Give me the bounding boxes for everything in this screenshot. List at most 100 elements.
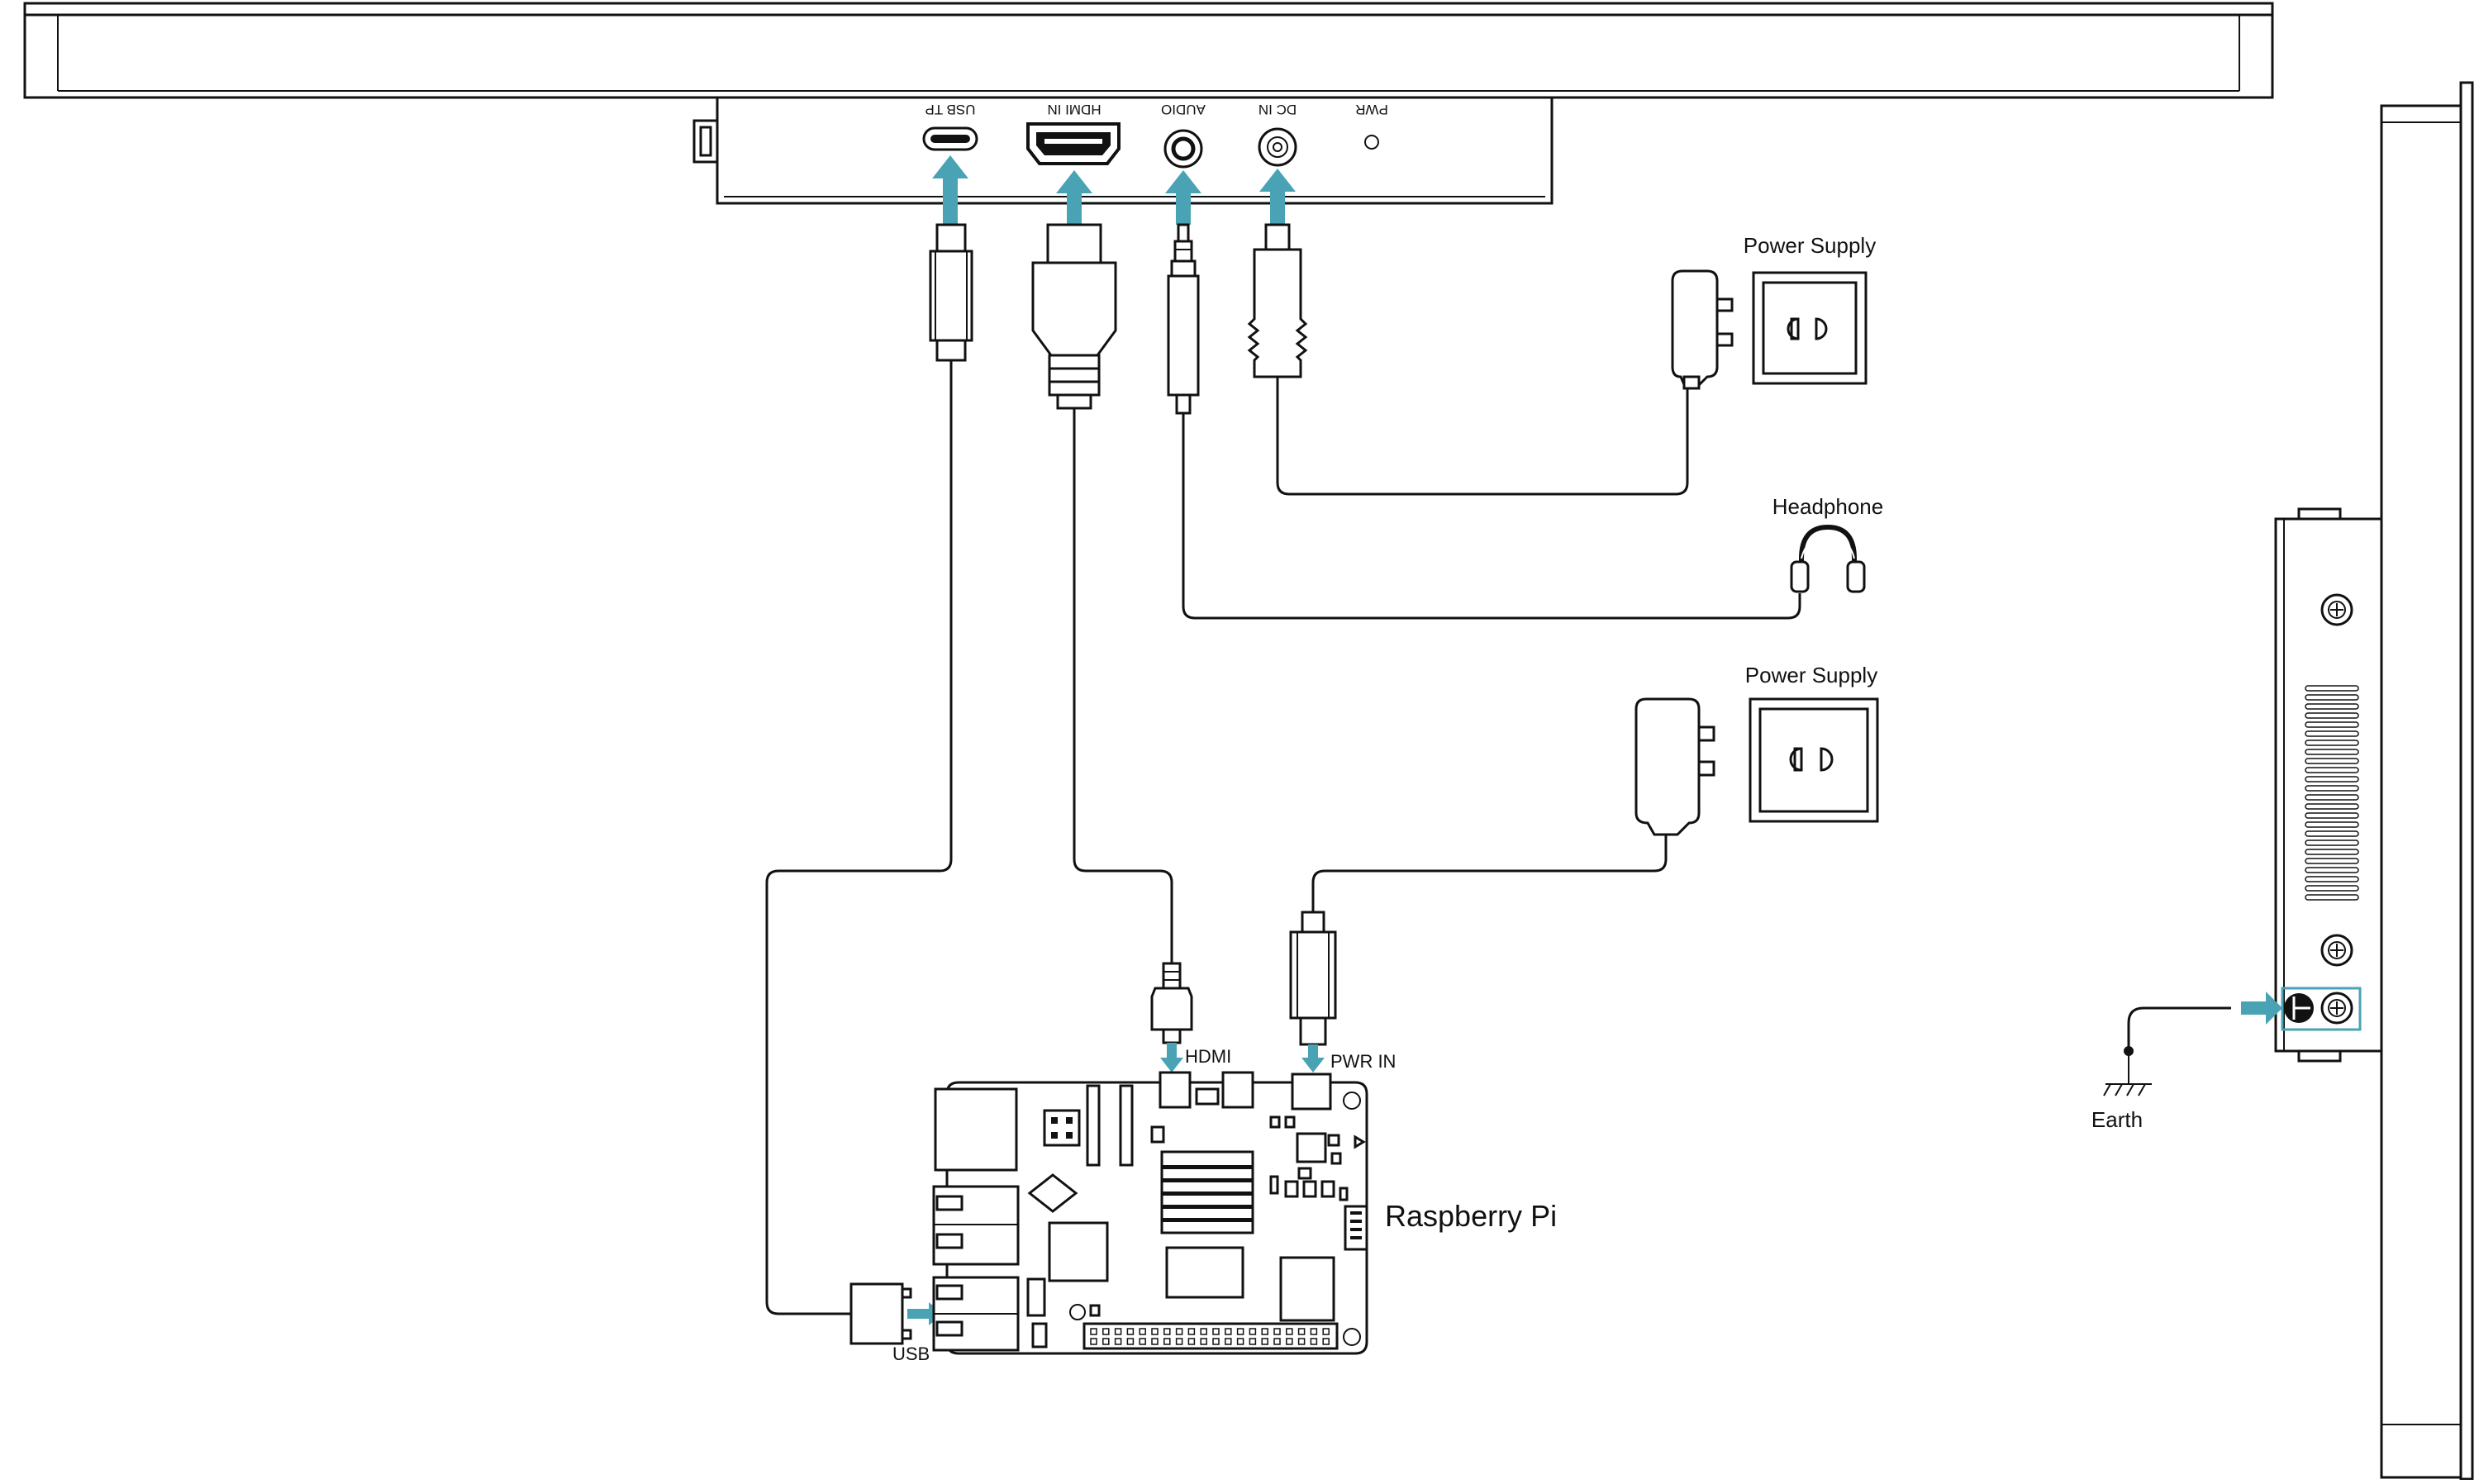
screw-icon-2 (2320, 934, 2353, 967)
vent-slot (2305, 794, 2359, 801)
pi-pwr-arrow-icon (1301, 1044, 1325, 1073)
headphone-icon (1790, 524, 1866, 593)
gpio-pin (1114, 1328, 1122, 1335)
gpio-pin (1163, 1338, 1171, 1345)
gpio-pin (1273, 1328, 1281, 1335)
vent-slot (2305, 849, 2359, 855)
usb-tp-arrow-icon (932, 155, 968, 225)
headphone-label: Headphone (1772, 494, 1883, 519)
earth-label: Earth (2091, 1107, 2143, 1132)
vent-slot (2305, 767, 2359, 773)
gpio-pin (1175, 1338, 1183, 1345)
gpio-pin (1200, 1338, 1207, 1345)
hdmi-in-port (1026, 122, 1121, 165)
audio-port (1163, 129, 1203, 169)
gpio-pin (1286, 1338, 1293, 1345)
headphone: Headphone (1772, 494, 1883, 593)
pi-pwr-in-label: PWR IN (1330, 1051, 1396, 1072)
gpio-pin (1200, 1328, 1207, 1335)
vent-slot (2305, 730, 2359, 737)
vent-slot (2305, 758, 2359, 764)
power-supply-top-label: Power Supply (1744, 233, 1876, 258)
earth-symbol (2103, 1046, 2152, 1096)
ground-terminal-icon (2284, 993, 2314, 1023)
gpio-pin (1225, 1328, 1232, 1335)
vent-slot (2305, 858, 2359, 864)
vent-slot (2305, 803, 2359, 810)
gpio-pin (1322, 1338, 1330, 1345)
audio-jack-connector (1167, 223, 1200, 415)
vent-slot (2305, 703, 2359, 710)
dc-in-label: DC IN (1259, 102, 1297, 117)
usb-tp-label: USB TP (925, 102, 975, 117)
gpio-pin (1175, 1328, 1183, 1335)
micro-hdmi-connector (1150, 962, 1193, 1044)
port-labels: USB TP HDMI IN AUDIO DC IN PWR (925, 102, 1387, 117)
gpio-pins (1090, 1328, 1330, 1345)
audio-arrow-icon (1165, 170, 1201, 225)
usb-c-connector (929, 223, 973, 362)
gpio-pin (1187, 1328, 1196, 1335)
screw-icon (2320, 593, 2353, 626)
gpio-pin (1249, 1338, 1257, 1345)
dc-in-arrow-icon (1259, 169, 1296, 225)
gpio-pin (1212, 1338, 1220, 1345)
wires (765, 360, 2231, 1315)
power-supply-top: Power Supply (1671, 233, 1876, 390)
gpio-pin (1090, 1328, 1097, 1335)
outlet-icon-2 (1789, 747, 1834, 772)
screw-icon-3 (2320, 992, 2353, 1025)
hdmi-connector (1031, 223, 1117, 410)
gpio-pin (1236, 1338, 1244, 1345)
gpio-pin (1114, 1338, 1122, 1345)
gpio-pin (1151, 1328, 1159, 1335)
vent-slot (2305, 721, 2359, 728)
power-supply-bottom: Power Supply (1634, 663, 1879, 836)
vent-slot (2305, 785, 2359, 792)
gpio-pin (1249, 1328, 1257, 1335)
vent-slot (2305, 840, 2359, 846)
gpio-pin (1297, 1328, 1306, 1335)
vent-slot (2305, 876, 2359, 882)
pi-usb-label: USB (892, 1344, 930, 1364)
vent-slot (2305, 776, 2359, 782)
gpio-pin (1163, 1328, 1171, 1335)
gpio-pin (1212, 1328, 1220, 1335)
vent-slot (2305, 685, 2359, 692)
insert-arrows (932, 155, 1296, 225)
gpio-pin (1261, 1328, 1268, 1335)
gpio-pin (1273, 1338, 1281, 1345)
gpio-pin (1102, 1328, 1110, 1335)
dc-in-port (1258, 127, 1297, 167)
gpio-pin (1126, 1328, 1135, 1335)
pi-hdmi-arrow-icon (1160, 1043, 1183, 1073)
dc-barrel-connector (1247, 223, 1308, 378)
gpio-pin (1297, 1338, 1306, 1345)
gpio-pin (1139, 1328, 1146, 1335)
gpio-pin (1236, 1328, 1244, 1335)
gpio-pin (1126, 1338, 1135, 1345)
gpio-pin (1225, 1338, 1232, 1345)
ground-arrow-icon (2241, 992, 2282, 1025)
audio-label: AUDIO (1161, 102, 1206, 117)
vent-slot (2305, 740, 2359, 746)
power-supply-bottom-label: Power Supply (1745, 663, 1877, 687)
vent-slot (2305, 821, 2359, 828)
vent-slots (2305, 685, 2359, 901)
pi-hdmi-label: HDMI (1185, 1046, 1231, 1067)
vent-slot (2305, 749, 2359, 755)
gpio-pin (1286, 1328, 1293, 1335)
hdmi-in-arrow-icon (1056, 170, 1092, 225)
vent-slot (2305, 885, 2359, 892)
gpio-pin (1261, 1338, 1268, 1345)
outlet-icon (1787, 317, 1828, 340)
gpio-pin (1102, 1338, 1110, 1345)
gpio-pin (1310, 1338, 1318, 1345)
raspberry-pi-board (932, 1071, 1368, 1355)
vent-slot (2305, 812, 2359, 819)
vent-slot (2305, 830, 2359, 837)
pwr-label: PWR (1355, 102, 1388, 117)
vent-slot (2305, 867, 2359, 873)
